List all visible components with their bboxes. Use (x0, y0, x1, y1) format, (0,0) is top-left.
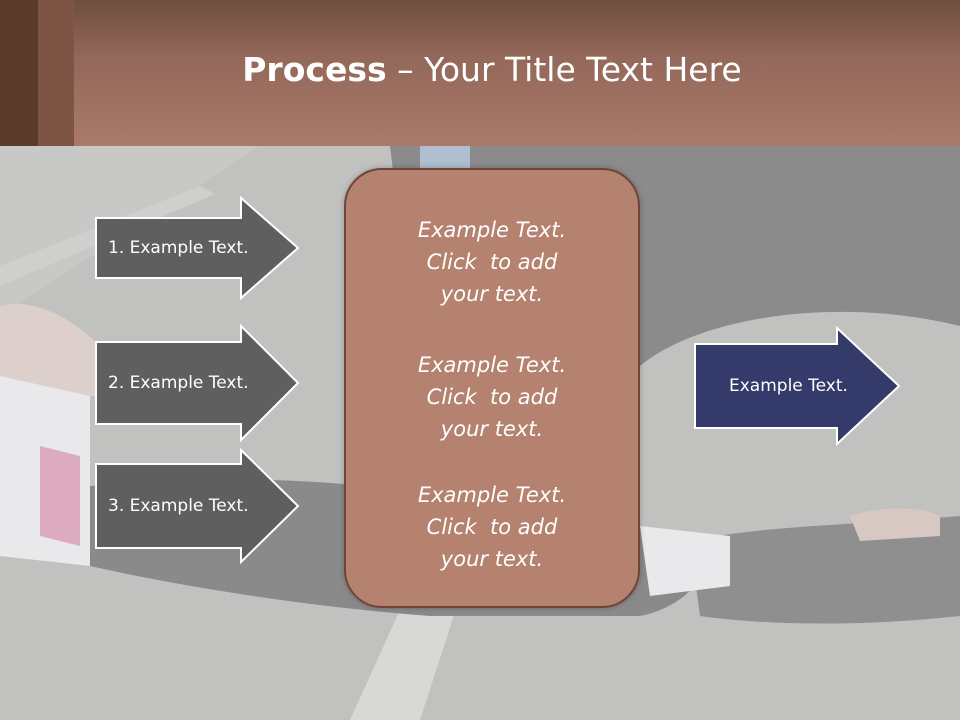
slide-title-bold: Process (242, 50, 387, 89)
process-arrow-2-label: 2. Example Text. (108, 373, 249, 393)
arrow-shape-1 (95, 195, 300, 301)
center-text-box[interactable]: Example Text. Click to add your text. Ex… (344, 168, 640, 608)
result-arrow[interactable]: Example Text. (694, 325, 901, 447)
arrow-shape-3 (95, 447, 300, 565)
process-arrow-3[interactable]: 3. Example Text. (95, 447, 300, 565)
header-accent-medium (38, 0, 74, 146)
center-paragraph-3: Example Text. Click to add your text. (417, 483, 567, 571)
header-accent-dark (0, 0, 38, 146)
slide-title[interactable]: Process – Your Title Text Here (0, 50, 960, 89)
slide-title-rest: – Your Title Text Here (386, 50, 742, 89)
result-arrow-label: Example Text. (729, 376, 848, 396)
title-bar: Process – Your Title Text Here (0, 0, 960, 146)
center-paragraph-2: Example Text. Click to add your text. (417, 353, 567, 441)
result-arrow-shape (694, 325, 901, 447)
center-paragraph-1: Example Text. Click to add your text. (417, 218, 567, 306)
process-arrow-1[interactable]: 1. Example Text. (95, 195, 300, 301)
process-arrow-1-label: 1. Example Text. (108, 238, 249, 258)
process-arrow-3-label: 3. Example Text. (108, 496, 249, 516)
process-arrow-2[interactable]: 2. Example Text. (95, 323, 300, 443)
arrow-shape-2 (95, 323, 300, 443)
